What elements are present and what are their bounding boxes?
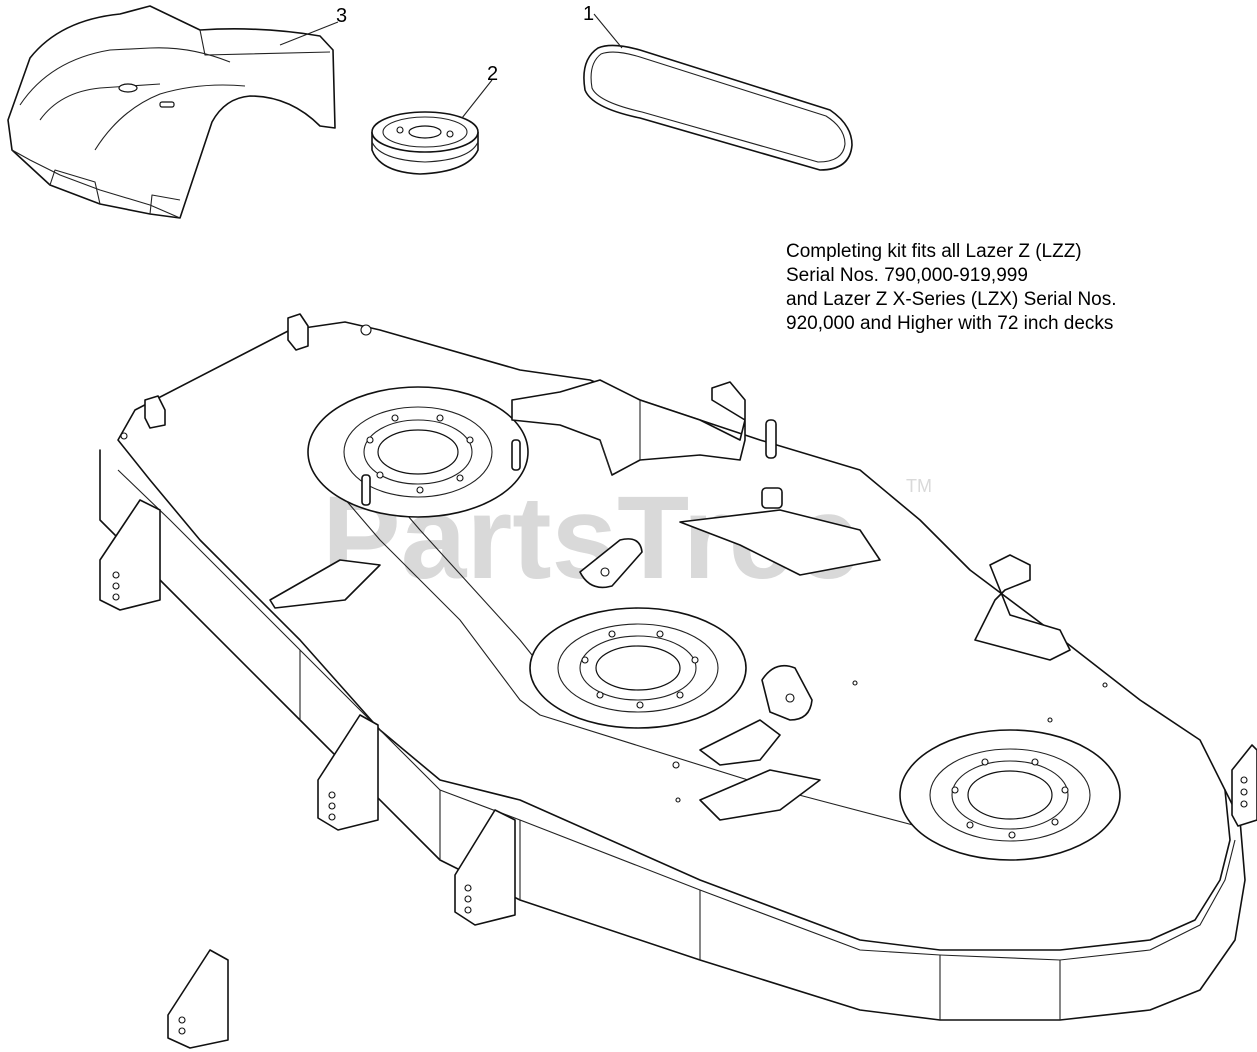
gauge-bracket-5 xyxy=(1231,744,1257,827)
gauge-bracket-3 xyxy=(454,809,516,926)
leader-line-2 xyxy=(461,79,493,119)
pin xyxy=(765,419,777,459)
note-line-4: 920,000 and Higher with 72 inch decks xyxy=(786,313,1113,334)
gauge-bracket-1 xyxy=(99,499,161,611)
gauge-bracket-2 xyxy=(317,714,379,831)
spring-post xyxy=(761,487,783,509)
callout-2: 2 xyxy=(487,63,498,85)
left-baffle xyxy=(269,559,381,609)
mower-deck xyxy=(99,313,1257,1049)
deck-handle-right xyxy=(974,554,1071,661)
deck-post-left xyxy=(287,313,309,351)
note-line-1: Completing kit fits all Lazer Z (LZZ) xyxy=(786,241,1082,262)
idler-arm-left xyxy=(579,538,643,589)
callout-3: 3 xyxy=(336,5,347,27)
leader-line-1 xyxy=(593,13,623,49)
note-line-2: Serial Nos. 790,000-919,999 xyxy=(786,265,1028,286)
callout-1: 1 xyxy=(583,3,594,25)
center-bracket xyxy=(679,509,881,576)
belt-cover-part[interactable] xyxy=(7,5,336,219)
deck-post-far-left xyxy=(144,395,166,429)
center-baffle xyxy=(699,719,781,766)
leader-line-3 xyxy=(279,21,339,46)
spindle-left xyxy=(307,386,529,518)
note-line-3: and Lazer Z X-Series (LZX) Serial Nos. xyxy=(786,289,1117,310)
belt-bracket xyxy=(511,379,746,476)
spindle-right xyxy=(899,729,1121,861)
spindle-center xyxy=(529,607,747,729)
kit-note: Completing kit fits all Lazer Z (LZZ) Se… xyxy=(786,241,1117,334)
belt-part[interactable] xyxy=(583,44,853,171)
watermark-trademark: TM xyxy=(906,476,932,496)
lower-baffle xyxy=(699,769,821,821)
pulley-part[interactable] xyxy=(371,111,479,175)
gauge-bracket-4 xyxy=(167,949,229,1049)
idler-arm-right xyxy=(761,664,813,721)
